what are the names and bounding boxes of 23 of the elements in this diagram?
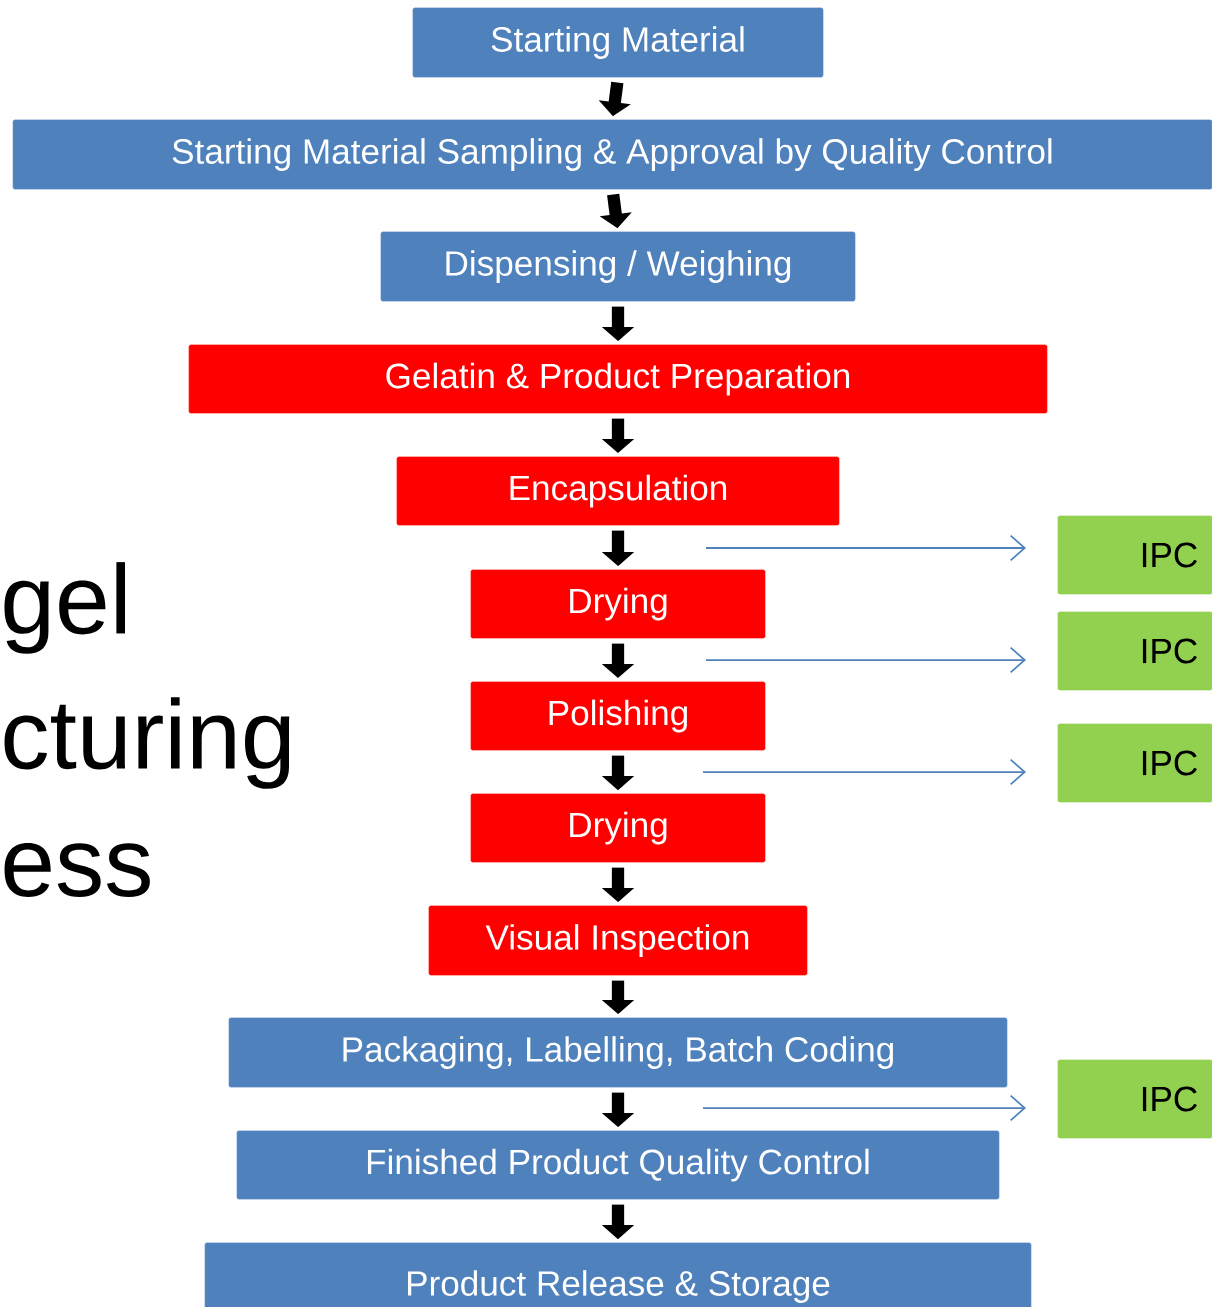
process-box: Packaging, Labelling, Batch Coding — [228, 1017, 1008, 1088]
arrow — [705, 646, 1027, 674]
process-box: Finished Product Quality Control — [236, 1130, 1000, 1200]
process-box: Starting Material — [412, 7, 824, 78]
title-text: cturing — [4, 697, 290, 789]
process-box: Product Release & Storage — [204, 1242, 1032, 1307]
title-text: ess — [4, 843, 150, 897]
arrow — [705, 534, 1027, 562]
title-text: gel — [4, 562, 125, 654]
process-box: Drying — [470, 569, 766, 639]
ipc-box: IPC — [1057, 515, 1212, 595]
process-box: Gelatin & Product Preparation — [188, 344, 1048, 414]
arrow — [702, 1094, 1027, 1122]
ipc-box: IPC — [1057, 723, 1212, 803]
process-box: Drying — [470, 793, 766, 863]
process-box: Visual Inspection — [428, 905, 808, 976]
process-box: Encapsulation — [396, 456, 840, 526]
process-box: Dispensing / Weighing — [380, 231, 856, 302]
process-box: Starting Material Sampling & Approval by Quality Control — [12, 119, 1212, 190]
process-box: Polishing — [470, 681, 766, 751]
ipc-box: IPC — [1057, 611, 1212, 691]
arrow — [702, 758, 1027, 786]
ipc-box: IPC — [1057, 1059, 1212, 1139]
